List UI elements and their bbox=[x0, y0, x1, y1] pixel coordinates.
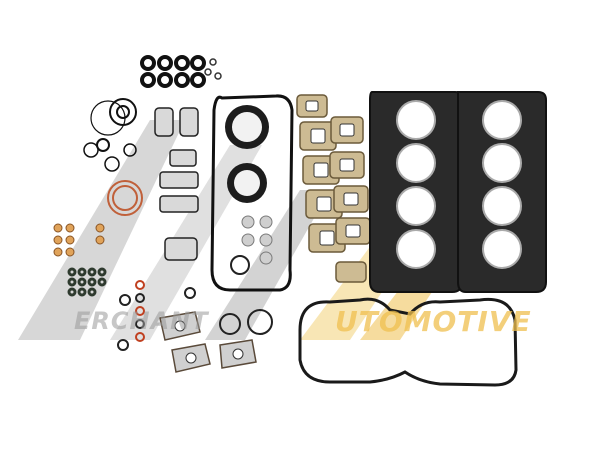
left-seals bbox=[83, 98, 137, 172]
valve-cover-gasket bbox=[298, 297, 518, 387]
top-o-rings bbox=[140, 55, 206, 88]
freeze-plugs bbox=[230, 215, 273, 275]
flange-holes bbox=[174, 320, 244, 364]
head-gasket-left bbox=[369, 91, 463, 293]
small-clips bbox=[204, 58, 222, 80]
small-flange-gaskets bbox=[154, 107, 199, 261]
head-gasket-right bbox=[457, 91, 547, 293]
green-o-rings bbox=[67, 267, 107, 297]
small-o-ring-stack bbox=[117, 280, 145, 351]
front-cover-gasket bbox=[210, 94, 294, 292]
manifold-port-holes bbox=[305, 100, 361, 246]
copper-washers bbox=[53, 223, 105, 257]
rubber-seals-lower bbox=[184, 287, 273, 335]
exhaust-manifold-gaskets bbox=[296, 94, 371, 283]
copper-rings bbox=[107, 180, 143, 216]
